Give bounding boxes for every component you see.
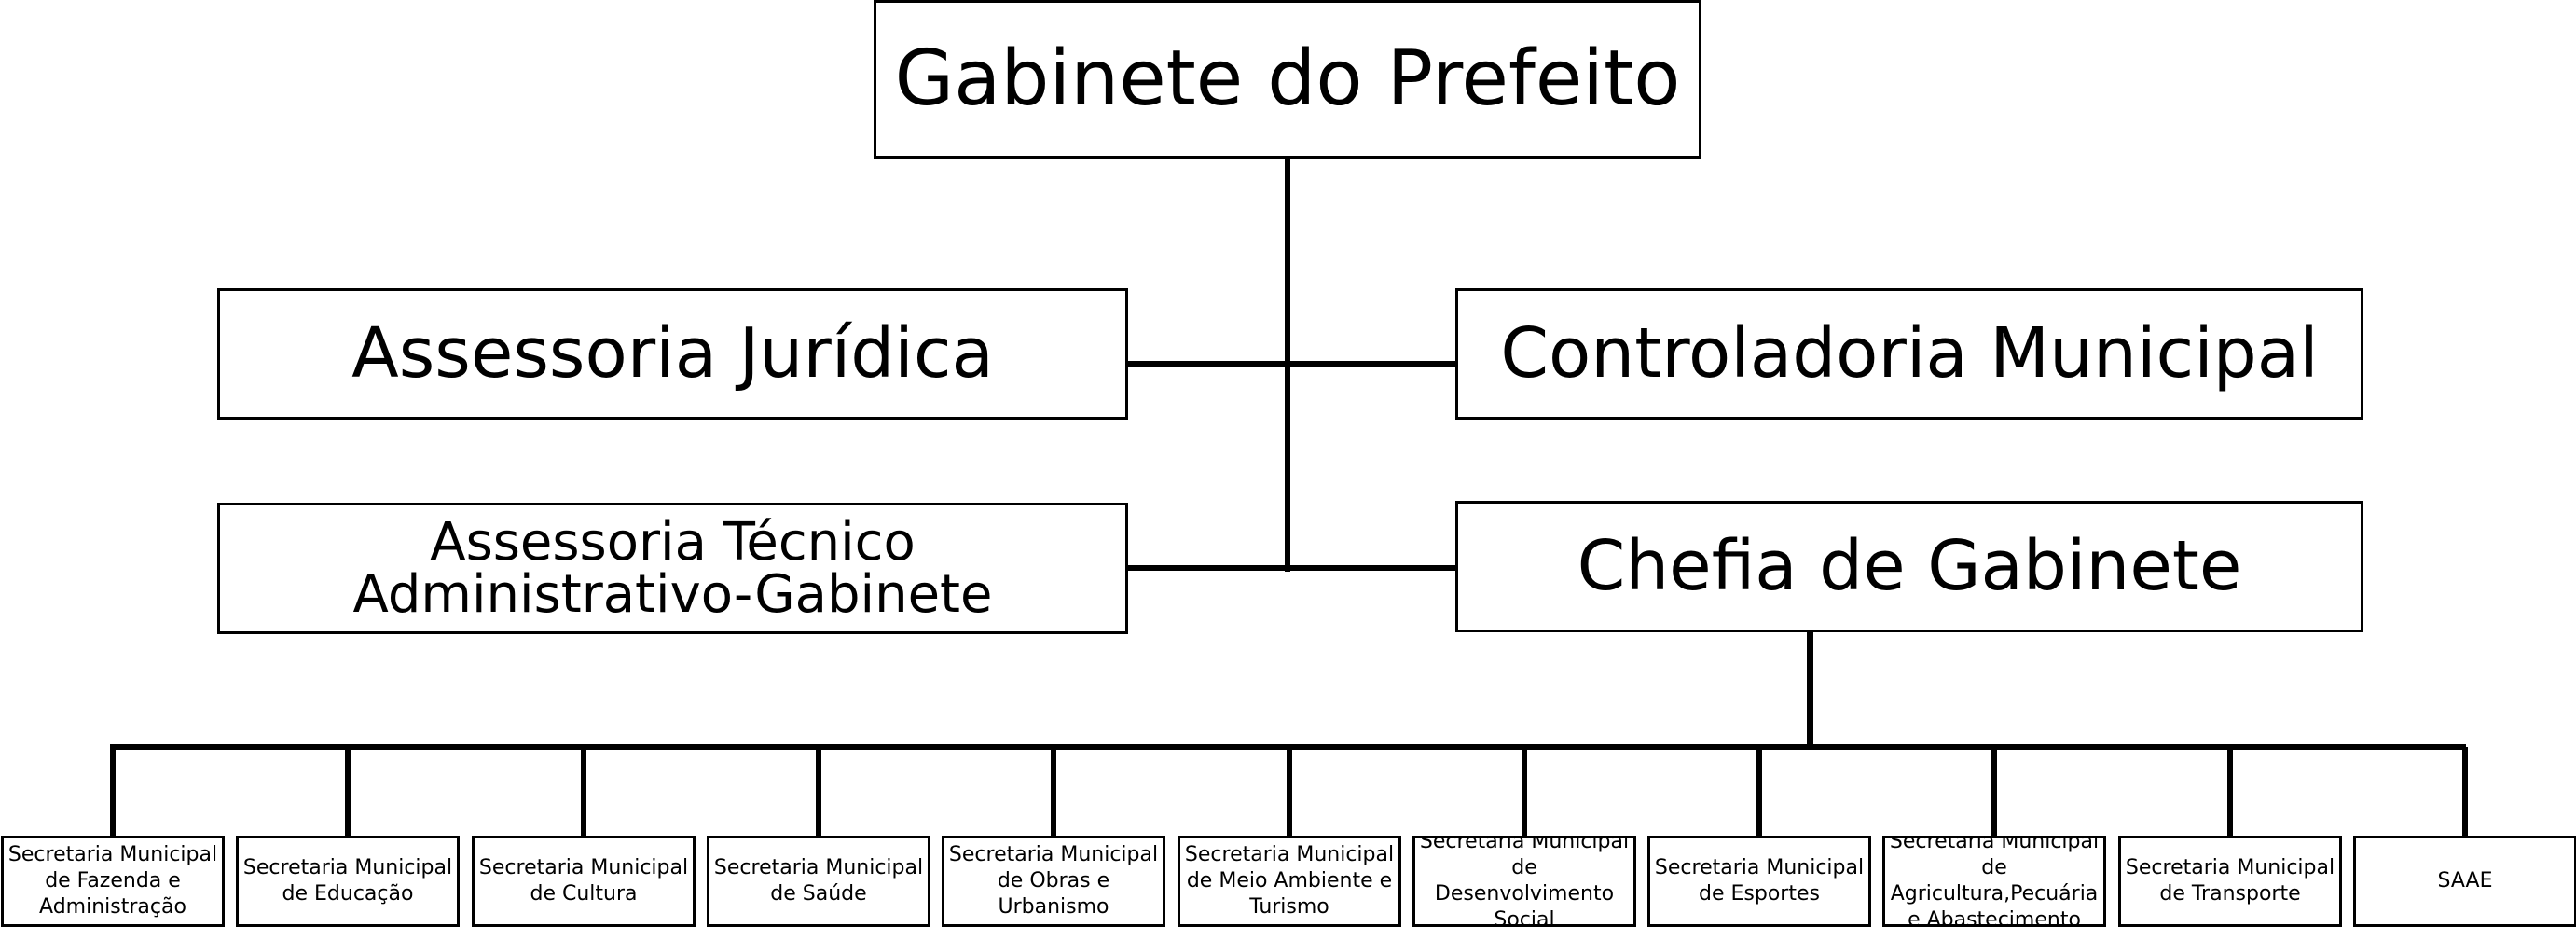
node-secretaria: Secretaria Municipal de Educação bbox=[236, 836, 460, 927]
node-label-line: Secretaria Municipal bbox=[2125, 855, 2335, 879]
node-label-line: Secretaria Municipal bbox=[1184, 842, 1395, 866]
node-label-line: Assessoria Técnico bbox=[430, 511, 916, 573]
node-label: Gabinete do Prefeito bbox=[894, 34, 1681, 123]
connector-secretaria-drop bbox=[1991, 747, 1997, 837]
node-label: Controladoria Municipal bbox=[1500, 312, 2319, 394]
node-label-line: Secretaria Municipal bbox=[713, 855, 924, 879]
node-label-line: Administração bbox=[39, 895, 186, 920]
node-label-line: de Desenvolvimento bbox=[1434, 855, 1615, 906]
node-label-line: Secretaria Municipal bbox=[242, 855, 453, 879]
node-label-line: Secretaria Municipal bbox=[1654, 855, 1865, 879]
node-secretaria: SAAE bbox=[2353, 836, 2576, 927]
connector-secretaria-drop bbox=[1756, 747, 1762, 837]
node-label-line: Social bbox=[1494, 908, 1555, 927]
node-label-line: e Abastecimento bbox=[1908, 908, 2081, 927]
node-label-line: de Saúde bbox=[770, 882, 867, 906]
node-label-line: Secretaria Municipal bbox=[948, 842, 1159, 866]
connector-secretaria-drop bbox=[1522, 747, 1527, 837]
connector-row2-horizontal bbox=[1125, 565, 1458, 571]
node-label-line: Secretaria Municipal bbox=[478, 855, 689, 879]
node-secretaria: Secretaria Municipal de Saúde bbox=[707, 836, 930, 927]
node-label-line: SAAE bbox=[2437, 868, 2493, 892]
connector-secretaria-drop bbox=[1051, 747, 1056, 837]
node-label-line: de Esportes bbox=[1699, 882, 1820, 906]
node-controladoria-municipal: Controladoria Municipal bbox=[1455, 288, 2363, 420]
node-label-line: Secretaria Municipal de bbox=[1889, 836, 2100, 879]
node-label-line: Administrativo-Gabinete bbox=[352, 563, 993, 625]
node-secretaria: Secretaria Municipal de Transporte bbox=[2118, 836, 2342, 927]
connector-row1-horizontal bbox=[1125, 361, 1458, 367]
node-label-line: Secretaria Municipal bbox=[7, 842, 218, 866]
connector-secretaria-drop bbox=[816, 747, 821, 837]
node-label-line: de Educação bbox=[282, 882, 414, 906]
node-label: Assessoria Jurídica bbox=[351, 312, 994, 394]
connector-secretaria-drop bbox=[345, 747, 351, 837]
node-chefia-de-gabinete: Chefia de Gabinete bbox=[1455, 501, 2363, 632]
node-label-line: Secretaria Municipal bbox=[1419, 836, 1630, 853]
connector-secretaria-drop bbox=[2227, 747, 2233, 837]
node-secretaria: Secretaria Municipal de Agricultura,Pecuá… bbox=[1882, 836, 2106, 927]
node-label-line: de Meio Ambiente e bbox=[1186, 868, 1393, 892]
node-label-line: de Fazenda e bbox=[45, 868, 181, 892]
node-label-line: de Cultura bbox=[530, 882, 638, 906]
node-assessoria-juridica: Assessoria Jurídica bbox=[217, 288, 1128, 420]
node-label-line: de Obras e Urbanismo bbox=[997, 868, 1110, 920]
connector-secretaria-drop bbox=[2462, 747, 2468, 837]
node-secretaria: Secretaria Municipal de Cultura bbox=[472, 836, 696, 927]
node-label-line: Turismo bbox=[1249, 895, 1329, 920]
connector-chefia-down bbox=[1807, 630, 1813, 750]
node-label-line: Agricultura,Pecuária bbox=[1890, 882, 2099, 906]
connector-secretaria-drop bbox=[581, 747, 586, 837]
node-gabinete-do-prefeito: Gabinete do Prefeito bbox=[874, 0, 1701, 159]
connector-secretaria-drop bbox=[1287, 747, 1292, 837]
connector-secretaria-drop bbox=[110, 747, 116, 837]
node-label: Chefia de Gabinete bbox=[1577, 525, 2242, 606]
node-label-line: de Transporte bbox=[2159, 882, 2301, 906]
node-secretaria: Secretaria Municipal de Esportes bbox=[1647, 836, 1871, 927]
node-assessoria-tecnico-administrativo: Assessoria Técnico Administrativo-Gabine… bbox=[217, 503, 1128, 634]
